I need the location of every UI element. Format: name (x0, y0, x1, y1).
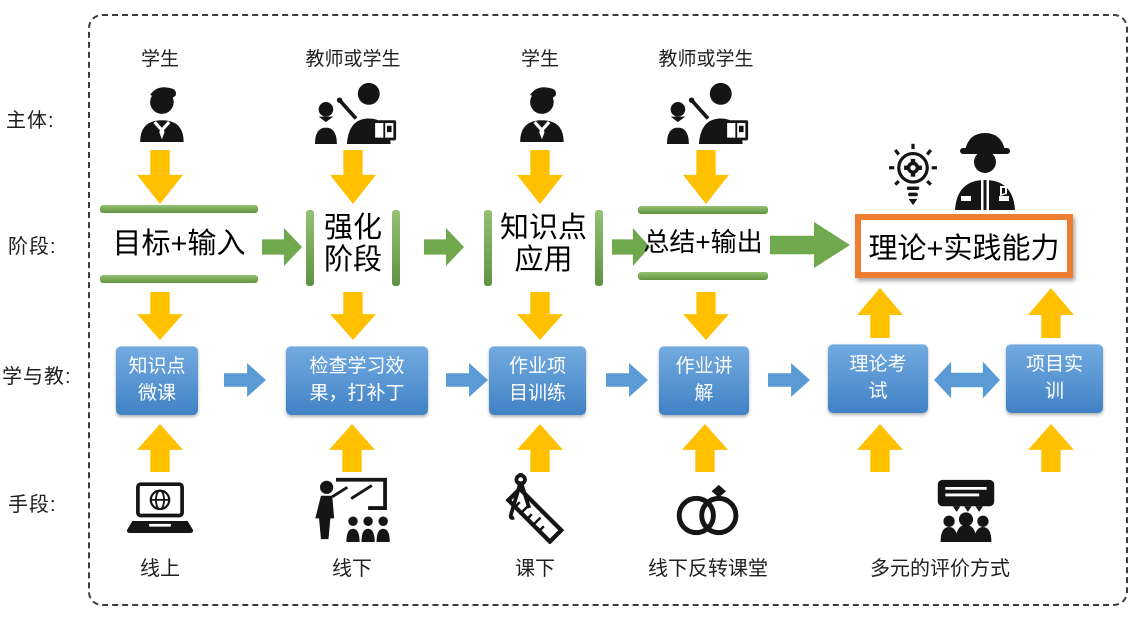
presentation-group-icon (930, 478, 1002, 542)
stage-goal-input: 目标+输入 (100, 205, 258, 283)
row-label-subjects: 主体: (6, 110, 55, 132)
means-label: 多元的评价方式 (870, 558, 1010, 580)
stage-text: 阶段 (324, 244, 383, 277)
subject-label: 教师或学生 (658, 49, 754, 70)
green-bar (595, 210, 604, 286)
box-text: 理论考 (849, 354, 907, 376)
stage-apply: 知识点 应用 (484, 210, 604, 286)
means-label: 线下反转课堂 (648, 558, 768, 580)
student-icon (512, 82, 570, 144)
stage-text: 知识点 (500, 212, 588, 244)
subject-label: 学生 (520, 49, 559, 70)
diagram-dashed-frame (88, 14, 1128, 606)
green-bar (100, 205, 258, 213)
green-bar (638, 272, 768, 280)
compass-ruler-icon (498, 472, 568, 544)
stage-reinforce: 强化 阶段 (306, 210, 401, 286)
row-label-stages: 阶段: (8, 236, 57, 258)
box-text: 果，打补丁 (309, 383, 405, 404)
means-label: 线下 (332, 558, 372, 580)
box-text: 微课 (137, 383, 176, 404)
engineer-hardhat-icon (948, 128, 1022, 210)
box-text: 试 (868, 381, 888, 402)
green-bar (100, 275, 258, 283)
subject-label: 教师或学生 (305, 49, 401, 70)
student-icon (132, 82, 190, 144)
green-bar (392, 210, 401, 286)
teaching-box-homework-explain: 作业讲 解 (659, 346, 749, 415)
stage-summary-output: 总结+输出 (638, 206, 768, 280)
stage-text: 总结+输出 (643, 227, 763, 258)
box-text: 知识点 (128, 356, 186, 378)
box-text: 训 (1044, 381, 1064, 402)
teacher-student-icon (664, 82, 752, 144)
teaching-box-microcourse: 知识点 微课 (116, 346, 198, 415)
box-text: 项目实 (1025, 354, 1083, 376)
teaching-box-homework-training: 作业项 目训练 (489, 346, 586, 415)
box-text: 解 (694, 383, 714, 404)
teaching-box-theory-exam: 理论考 试 (828, 344, 928, 413)
box-text: 作业项 (508, 356, 566, 378)
green-bar (306, 210, 314, 286)
means-label: 线上 (140, 558, 180, 580)
stage-text: 理论+实践能力 (868, 233, 1060, 265)
stage-text: 强化 (324, 212, 383, 244)
teaching-box-check-patch: 检查学习效 果，打补丁 (286, 346, 428, 415)
green-bar (638, 206, 768, 214)
laptop-globe-icon (125, 480, 195, 540)
classroom-teacher-icon (315, 476, 391, 542)
green-bar (484, 210, 492, 286)
stage-text: 目标+输入 (112, 227, 246, 260)
row-label-means: 手段: (8, 494, 57, 516)
idea-bulb-gear-icon (886, 142, 940, 206)
box-text: 作业讲 (675, 356, 733, 378)
linked-rings-icon (672, 482, 744, 540)
stage-text: 应用 (514, 244, 573, 277)
teacher-student-icon (312, 82, 400, 144)
stage-result-box: 理论+实践能力 (855, 214, 1073, 278)
means-label: 课下 (515, 558, 555, 580)
box-text: 目训练 (508, 383, 566, 404)
box-text: 检查学习效 (309, 356, 405, 378)
row-label-teaching: 学与教: (2, 366, 72, 388)
subject-label: 学生 (140, 49, 179, 70)
teaching-box-project-practice: 项目实 训 (1006, 344, 1103, 413)
